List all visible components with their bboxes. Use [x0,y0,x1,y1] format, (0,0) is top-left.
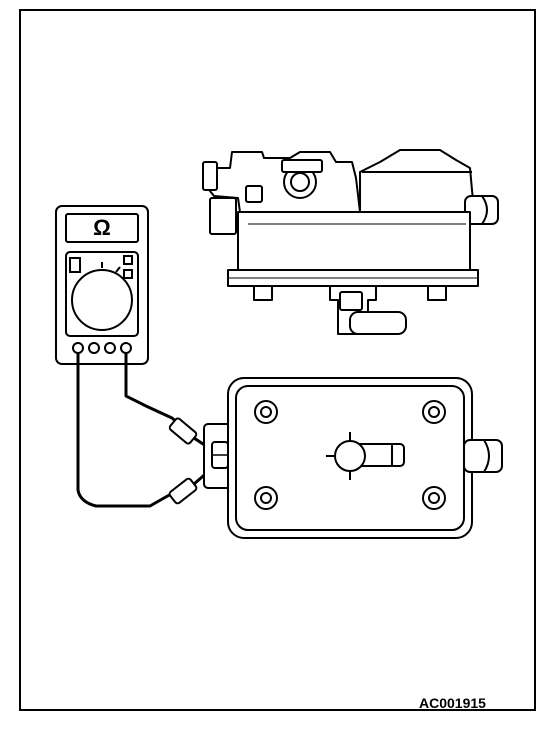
terminal-2 [88,342,100,354]
multimeter-display [65,213,139,243]
terminal-4 [120,342,132,354]
figure-id-label: AC001915 [419,695,486,711]
test-leads [76,353,185,508]
ohm-range-symbol: Ω [93,215,111,240]
figure-frame [19,9,536,711]
terminal-3 [104,342,116,354]
terminal-1 [72,342,84,354]
rotary-dial [71,269,133,331]
multimeter [55,205,149,365]
component-side-view [202,149,499,335]
component-top-view [203,377,503,539]
